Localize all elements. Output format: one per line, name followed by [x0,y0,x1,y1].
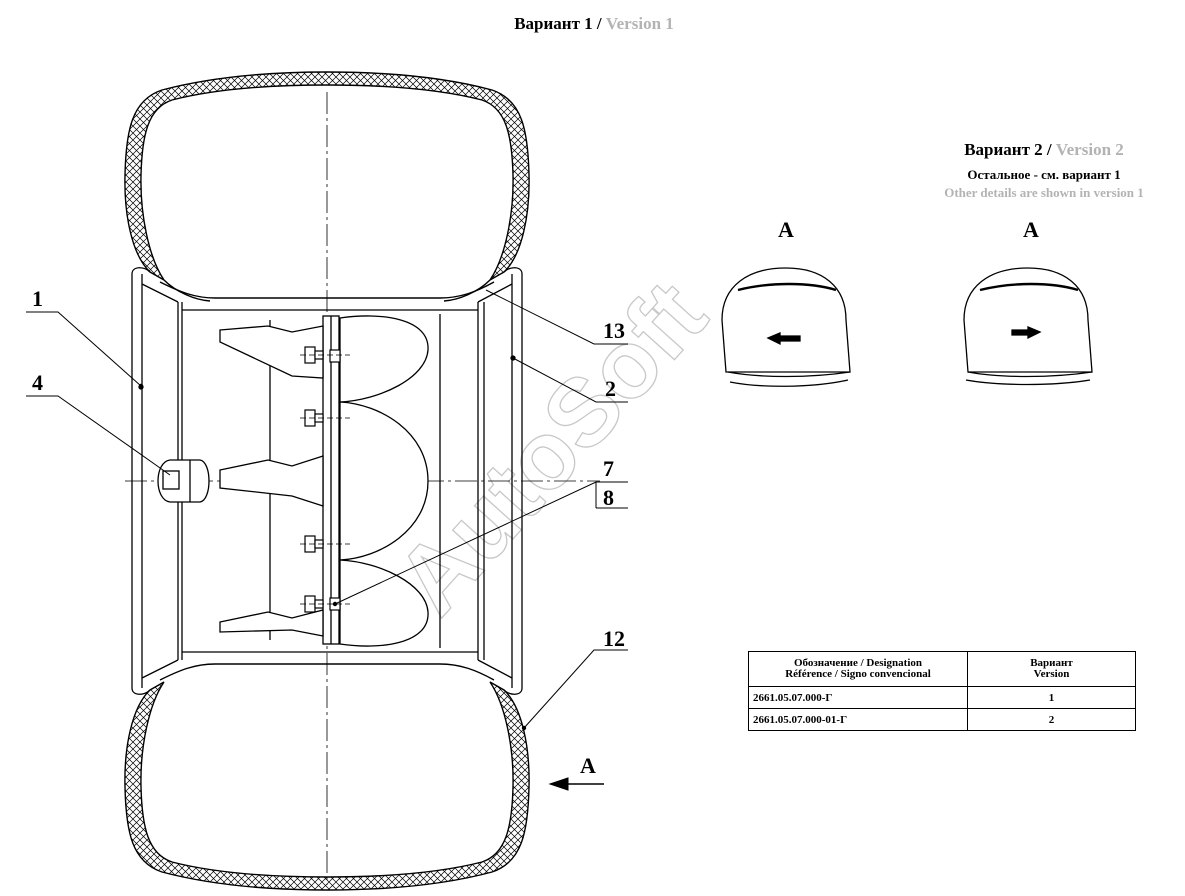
view-a-arrow-label: A [580,753,596,778]
callout-13: 13 [603,318,625,343]
view-a-arrow [548,777,604,791]
tire-section-upper [124,71,530,302]
header-version: Вариант Version [967,651,1136,687]
row-designation: 2661.05.07.000-01-Г [748,708,968,731]
wheel-disc [219,315,429,647]
table-header-row: Обозначение / Designation Référence / Si… [748,651,1136,687]
callout-1: 1 [32,286,43,311]
note-other-en: Other details are shown in version 1 [944,185,1144,200]
table-row: 2661.05.07.000-01-Г 2 [748,708,1136,731]
callout-4: 4 [32,370,43,395]
callout-2: 2 [605,376,616,401]
bolt-axes [300,354,350,605]
callout-8: 8 [603,485,614,510]
callout-7: 7 [603,456,614,481]
title-version-1: Вариант 1 / Version 1 [514,14,674,33]
callout-leaders [26,289,628,729]
table-row: 2661.05.07.000-Г 1 [748,686,1136,709]
watermark: AutoSoft [376,261,727,634]
row-designation: 2661.05.07.000-Г [748,686,968,709]
note-other-ru: Остальное - см. вариант 1 [967,167,1120,182]
row-version: 2 [967,708,1136,731]
callout-12: 12 [603,626,625,651]
rim [131,267,523,695]
view-a-label-2: A [1023,217,1039,242]
designation-table: Обозначение / Designation Référence / Si… [748,651,1136,731]
view-a-detail-1 [721,267,851,387]
valve [157,459,210,503]
title-version-2: Вариант 2 / Version 2 [964,140,1124,159]
view-a-label-1: A [778,217,794,242]
header-designation: Обозначение / Designation Référence / Si… [748,651,968,687]
view-a-detail-2 [963,267,1093,386]
row-version: 1 [967,686,1136,709]
